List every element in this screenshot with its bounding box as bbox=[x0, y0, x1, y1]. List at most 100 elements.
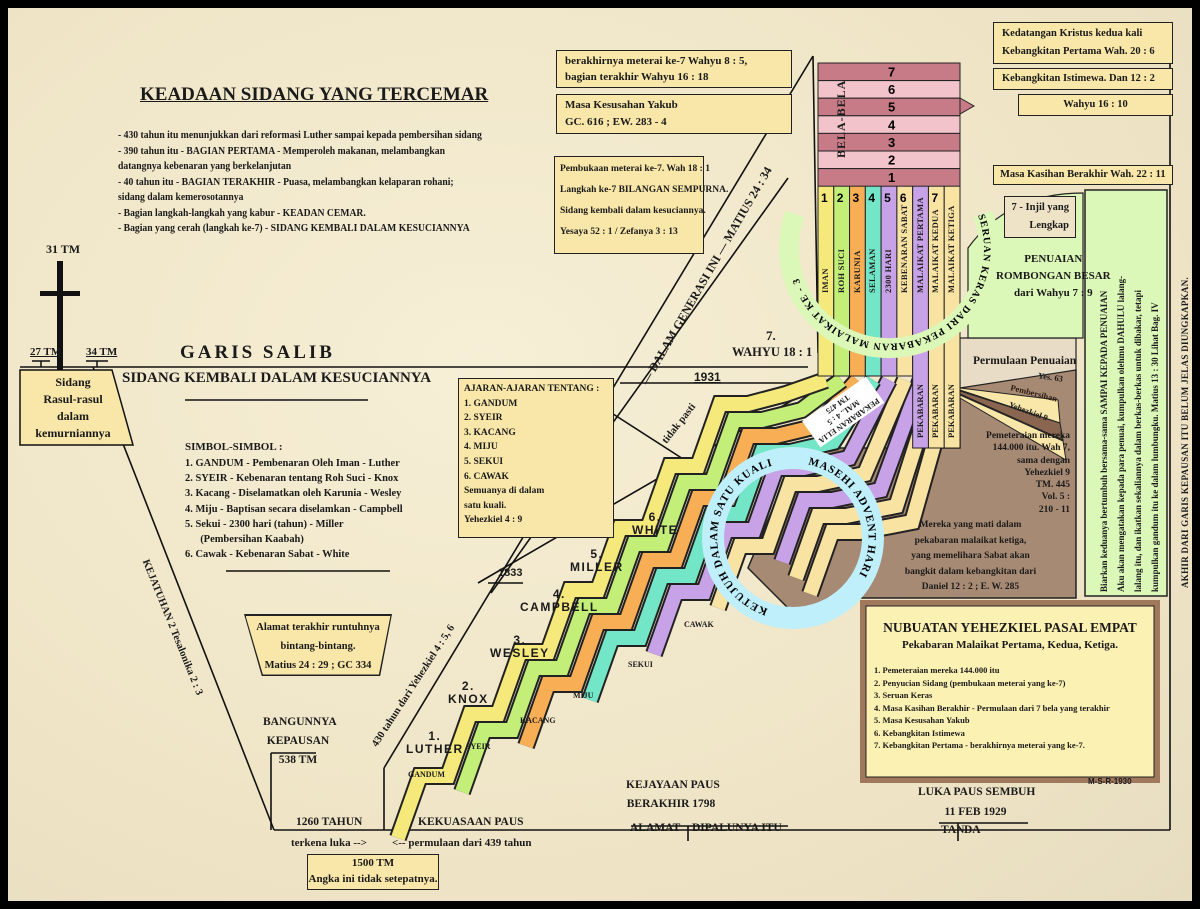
reformer-number: 5. bbox=[590, 547, 604, 561]
pemeteraian-line: Vol. 5 : bbox=[1041, 492, 1070, 503]
reformer-name: CAMPBELL bbox=[520, 600, 599, 614]
column-number: 3 bbox=[853, 191, 860, 205]
pekabaran-label: PEKABARAN bbox=[914, 384, 925, 438]
terkena-luka: terkena luka --> bbox=[291, 837, 367, 849]
box-line: Lengkap bbox=[1029, 220, 1069, 231]
green-note-line: lalang itu, dan ikatkan sekaliannya dala… bbox=[1133, 289, 1143, 592]
reformer-label: 2.KNOX bbox=[448, 680, 489, 706]
ajaran-item: 5. SEKUI bbox=[464, 456, 504, 467]
ajaran-item: Yehezkiel 4 : 9 bbox=[464, 515, 523, 526]
column-number: 5 bbox=[884, 191, 891, 205]
ajaran-item: 4. MIJU bbox=[464, 442, 498, 453]
bintang-line: bintang-bintang. bbox=[280, 640, 356, 652]
cross-icon bbox=[32, 261, 108, 381]
reformer-number: 3. bbox=[513, 633, 527, 647]
year-27: 27 TM bbox=[30, 346, 62, 358]
y1500-line: 1500 TM bbox=[351, 857, 395, 869]
box-line: bagian terakhir Wahyu 16 : 18 bbox=[565, 71, 709, 83]
pekabaran-label: PEKABARAN bbox=[946, 384, 957, 438]
box-line: berakhirnya meterai ke-7 Wahyu 8 : 5, bbox=[565, 55, 748, 67]
penuaian-line: dari Wahyu 7 : 9 bbox=[1013, 287, 1093, 299]
symbol-item: 3. Kacang - Diselamatkan oleh Karunia - … bbox=[185, 487, 402, 500]
column-label: MALAIKAT KETIGA bbox=[946, 205, 957, 293]
column-number: 7 bbox=[931, 191, 938, 205]
ajaran-item: 2. SYEIR bbox=[464, 413, 503, 424]
garis-subtitle: SIDANG KEMBALI DALAM KESUCIANNYA bbox=[122, 370, 432, 386]
wahyu8-box: berakhirnya meterai ke-7 Wahyu 8 : 5, bag… bbox=[556, 50, 792, 88]
mati-line: Daniel 12 : 2 ; E. W. 285 bbox=[921, 582, 1020, 592]
ajaran-item: 3. KACANG bbox=[464, 427, 516, 438]
band-label: GANDUM bbox=[408, 770, 445, 779]
box-line: dalam bbox=[56, 409, 89, 423]
box-line: Sidang kembali dalam kesuciannya. bbox=[560, 206, 706, 216]
column-number: 2 bbox=[837, 191, 844, 205]
symbol-item: 6. Cawak - Kebenaran Sabat - White bbox=[185, 548, 350, 561]
ajaran-heading: AJARAN-AJARAN TENTANG : bbox=[464, 384, 600, 394]
green-note-line: kumpulkan gandum itu ke dalam lumbungku.… bbox=[1150, 302, 1160, 592]
nubuatan-item: 7. Kebangkitan Pertama - berakhirnya met… bbox=[874, 740, 1085, 750]
year-1931: 1931 bbox=[694, 370, 721, 384]
bangunnya-line: 538 TM bbox=[278, 754, 318, 766]
note-line: - 430 tahun itu menunjukkan dari reforma… bbox=[118, 130, 482, 141]
y1500-line: Angka ini tidak setepatnya. bbox=[308, 873, 438, 885]
band-label: SEKUI bbox=[628, 660, 653, 669]
pemeteraian-line: 144.000 itu. Wah 7, bbox=[992, 443, 1070, 454]
luka-line: LUKA PAUS SEMBUH bbox=[918, 786, 1036, 798]
bangunnya-line: KEPAUSAN bbox=[266, 735, 330, 747]
note-line: - 390 tahun itu - BAGIAN PERTAMA - Mempe… bbox=[118, 145, 445, 157]
reformer-name: LUTHER bbox=[406, 742, 464, 756]
ajaran-item: 6. CAWAK bbox=[464, 471, 509, 482]
reformer-name: KNOX bbox=[448, 692, 489, 706]
stair-band bbox=[519, 375, 863, 749]
da-label: DA bbox=[964, 824, 981, 836]
reformer-label: 1.LUTHER bbox=[406, 730, 464, 756]
bela-number: 2 bbox=[888, 153, 895, 168]
bela-arrow-icon bbox=[959, 97, 976, 115]
mati-line: pekabaran malaikat ketiga, bbox=[914, 535, 1027, 546]
box-line: kemurniannya bbox=[35, 426, 111, 440]
bela-number: 4 bbox=[888, 117, 896, 132]
bela-bela-label: BELA-BELA bbox=[834, 79, 848, 158]
box-line: Yesaya 52 : 1 / Zefanya 3 : 13 bbox=[560, 227, 678, 237]
bintang-line: Matius 24 : 29 ; GC 334 bbox=[264, 659, 372, 671]
nubuatan-item: 4. Masa Kasihan Berakhir - Permulaan dar… bbox=[874, 702, 1110, 713]
tahun-1260: 1260 TAHUN bbox=[296, 816, 363, 828]
reformer-number: 1. bbox=[428, 729, 442, 743]
cross-year: 31 TM bbox=[46, 242, 81, 256]
reformer-number: 4. bbox=[552, 587, 566, 601]
column-label: KARUNIA bbox=[851, 250, 862, 293]
garis-salib-label: GARIS SALIB bbox=[180, 342, 335, 363]
penuaian-line: PENUAIAN bbox=[1024, 253, 1083, 265]
box-line: Masa Kesusahan Yakub bbox=[565, 99, 678, 111]
step7-num: 7. bbox=[766, 328, 776, 343]
bela-number: 6 bbox=[888, 82, 895, 97]
nubuatan-panel bbox=[865, 605, 1155, 778]
bangunnya-label: BANGUNNYA KEPAUSAN 538 TM bbox=[263, 713, 337, 770]
band-label: CAWAK bbox=[684, 620, 714, 629]
dipalunya-label: DIPALUNYA ITU bbox=[692, 822, 782, 834]
box-line: Rasul-rasul bbox=[43, 392, 103, 406]
stair-band bbox=[711, 377, 912, 611]
wahyu16-box: Wahyu 16 : 10 bbox=[1018, 94, 1173, 116]
pemeteraian-line: 210 - 11 bbox=[1038, 504, 1070, 515]
wahyu18-label: WAHYU 18 : 1 bbox=[732, 345, 813, 359]
green-note-text: Biarkan keduanya bertumbuh bersama-sama … bbox=[1096, 276, 1164, 592]
column-label: KEBENARAN SABAT bbox=[898, 204, 909, 293]
symbols-heading: SIMBOL-SIMBOL : bbox=[185, 441, 283, 453]
stair-band bbox=[391, 373, 829, 841]
bela-number: 1 bbox=[888, 170, 895, 185]
ajaran-item: satu kuali. bbox=[464, 500, 507, 511]
symbol-item: (Pembersihan Kaabah) bbox=[200, 533, 304, 546]
box-line: Kebangkitan Pertama Wah. 20 : 6 bbox=[1002, 46, 1155, 57]
stair-band bbox=[789, 377, 944, 581]
reformer-label: 3.WESLEY bbox=[490, 634, 550, 660]
bangunnya-line: BANGUNNYA bbox=[263, 716, 337, 728]
